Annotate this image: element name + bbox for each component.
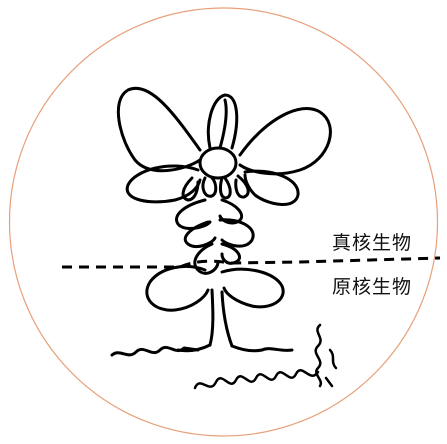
leaf-left bbox=[145, 264, 210, 312]
spiral-chain-right bbox=[314, 323, 323, 388]
petal-right-lower bbox=[243, 169, 300, 206]
circle-frame bbox=[8, 7, 439, 437]
lobe-left-3 bbox=[193, 242, 220, 275]
root-right bbox=[230, 344, 264, 353]
lobe-left-2 bbox=[183, 220, 217, 248]
lobe-right-3 bbox=[220, 242, 241, 265]
plant-lower bbox=[110, 264, 294, 357]
petal-left-top bbox=[116, 86, 202, 173]
petal-right-top bbox=[238, 107, 332, 176]
petal-small-3 bbox=[181, 176, 200, 202]
ground-right bbox=[260, 347, 294, 352]
trunk-left bbox=[208, 288, 215, 347]
leaf-right bbox=[220, 267, 285, 309]
spiral-chain-bottom bbox=[193, 369, 320, 390]
trunk-right bbox=[220, 290, 234, 348]
ground-wavy-left bbox=[110, 345, 200, 357]
petal-small-1 bbox=[201, 176, 218, 198]
stem-middle bbox=[175, 198, 255, 275]
spiral-tick bbox=[324, 376, 334, 388]
lobe-right-2 bbox=[218, 218, 255, 248]
bacteria-squiggles bbox=[193, 323, 338, 390]
eukaryote-label: 真核生物 bbox=[332, 232, 413, 254]
divider-dashed-line bbox=[62, 256, 441, 269]
petal-small-2 bbox=[218, 176, 232, 200]
spiral-small bbox=[328, 348, 338, 370]
lobe-left-1 bbox=[175, 198, 212, 230]
flower-top bbox=[116, 86, 332, 206]
petal-top-small bbox=[206, 93, 239, 150]
petal-small-4 bbox=[234, 174, 250, 199]
petal-left-lower bbox=[125, 164, 202, 204]
petal-center-line bbox=[218, 98, 228, 150]
prokaryote-label: 原核生物 bbox=[332, 276, 413, 298]
flower-center bbox=[198, 146, 238, 180]
